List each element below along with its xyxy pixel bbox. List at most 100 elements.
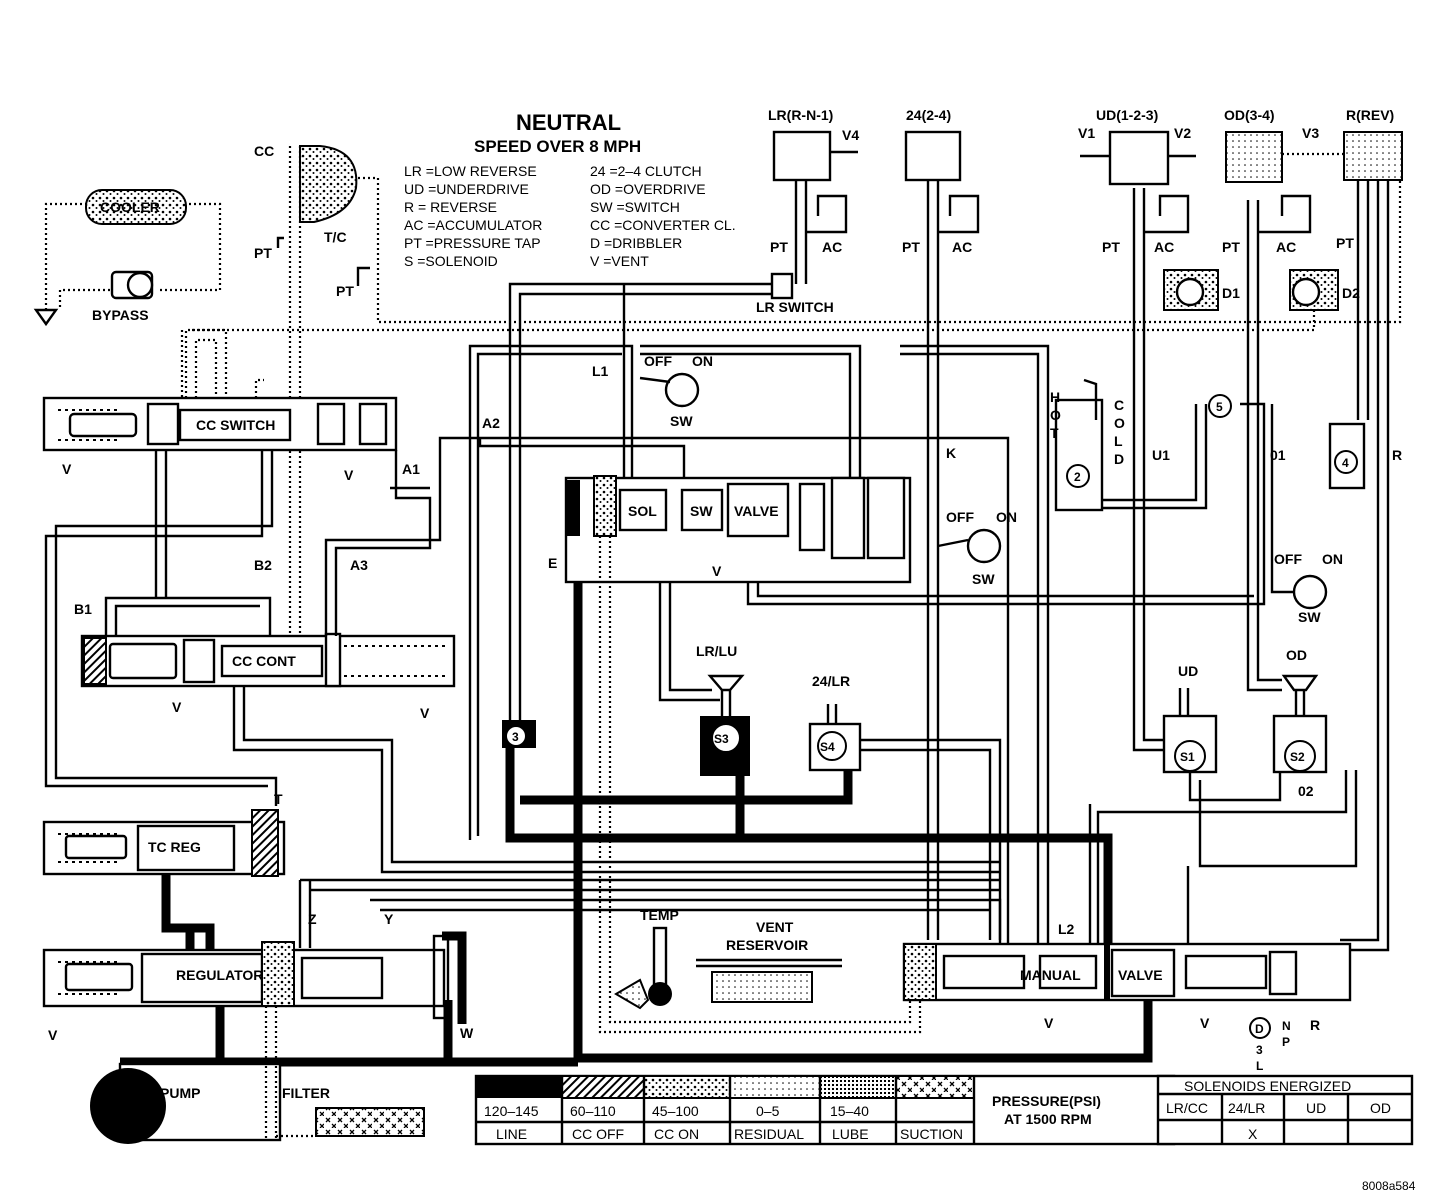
regulator-label: REGULATOR: [176, 967, 263, 983]
ac-ud: AC: [1154, 239, 1174, 255]
abbr-24: 24 =2–4 CLUTCH: [590, 163, 702, 179]
vent-manual-2: V: [1200, 1015, 1210, 1031]
pump-label: PUMP: [160, 1085, 200, 1101]
vent-sol-valve: V: [712, 563, 722, 579]
abbr-v: V =VENT: [590, 253, 649, 269]
clutch-od-name: OD(3-4): [1224, 107, 1275, 123]
torque-converter: CC T/C PT PT: [254, 143, 1402, 640]
solenoid-s4: 24/LR S4: [808, 673, 862, 772]
clutch-lr-vent: V4: [842, 127, 859, 143]
legend-title-1: PRESSURE(PSI): [992, 1093, 1101, 1109]
cold-l: L: [1114, 433, 1123, 449]
d2-label: D2: [1342, 285, 1360, 301]
vent-cc-switch-2: V: [344, 467, 354, 483]
svg-text:3: 3: [512, 730, 519, 744]
svg-text:5: 5: [1216, 400, 1223, 414]
pt-ud: PT: [1102, 239, 1120, 255]
sol-table-h2: 24/LR: [1228, 1100, 1265, 1116]
detent-d: D: [1255, 1022, 1264, 1036]
s4-label: S4: [820, 740, 835, 754]
sw1-off: OFF: [644, 353, 672, 369]
line-pressure-passages: [120, 486, 1153, 1067]
r-label: R: [1392, 447, 1402, 463]
cc-control-valve: CC CONT V V B1 B2 A3: [74, 557, 456, 721]
filter: [315, 1107, 425, 1137]
tc-reg-label: TC REG: [148, 839, 201, 855]
thermal-valve: H O T C O L D U1 01 R A1 A2 E 02: [402, 378, 1402, 799]
vent-cc-switch-1: V: [62, 461, 72, 477]
solenoid-s1: UD S1: [1162, 663, 1218, 774]
clutch-ud: UD(1-2-3) V1 V2 PT AC D1: [1078, 107, 1240, 311]
solenoid-switch-valve: SOL SW VALVE V: [564, 475, 922, 1034]
sw2-off: OFF: [946, 509, 974, 525]
hot-o: O: [1050, 407, 1061, 423]
callout-2: 2: [1066, 464, 1090, 488]
pt-od: PT: [1222, 239, 1240, 255]
sw1-on: ON: [692, 353, 713, 369]
bypass-ball: [126, 271, 154, 299]
vent-reservoir-assembly: TEMP VENT RESERVOIR: [614, 907, 842, 1010]
abbr-d: D =DRIBBLER: [590, 235, 682, 251]
sw-valve-label: SW: [690, 503, 713, 519]
cold-d: D: [1114, 451, 1124, 467]
sol-table-h1: LR/CC: [1166, 1100, 1208, 1116]
legend-name-ccoff: CC OFF: [572, 1126, 624, 1142]
hot-t: T: [1050, 425, 1059, 441]
o2-label: 02: [1298, 783, 1314, 799]
diagram-subtitle: SPEED OVER 8 MPH: [474, 137, 641, 156]
diagram-title: NEUTRAL: [516, 110, 621, 135]
cc-label: CC: [254, 143, 274, 159]
sw3-label: SW: [1298, 609, 1321, 625]
regulator-valve: REGULATOR V Z Y W: [42, 911, 474, 1043]
abbr-lr: LR =LOW REVERSE: [404, 163, 537, 179]
solenoid-s3: LR/LU S3: [696, 643, 750, 776]
w-label: W: [460, 1025, 474, 1041]
lr-switch-label: LR SWITCH: [756, 299, 834, 315]
clutch-ud-v1: V1: [1078, 125, 1095, 141]
clutch-od-v3: V3: [1302, 125, 1319, 141]
detent-l: L: [1256, 1059, 1263, 1073]
vent-reservoir-label-1: VENT: [756, 919, 794, 935]
pump-filter: PUMP FILTER: [90, 1006, 425, 1144]
s2-top-label: OD: [1286, 647, 1307, 663]
legend-name-ccon: CC ON: [654, 1126, 699, 1142]
pressure-legend: 120–145 60–110 45–100 0–5 15–40 LINE CC …: [474, 1074, 1176, 1146]
sol-table-title: SOLENOIDS ENERGIZED: [1184, 1078, 1351, 1094]
sol-table-v2: X: [1248, 1126, 1258, 1142]
vent-reservoir-label-2: RESERVOIR: [726, 937, 808, 953]
sw2-on: ON: [996, 509, 1017, 525]
ac-od: AC: [1276, 239, 1296, 255]
legend-name-residual: RESIDUAL: [734, 1126, 804, 1142]
vent-manual-1: V: [1044, 1015, 1054, 1031]
clutch-rev-name: R(REV): [1346, 107, 1394, 123]
a2-label: A2: [482, 415, 500, 431]
abbr-s: S =SOLENOID: [404, 253, 498, 269]
legend-name-suction: SUCTION: [900, 1126, 963, 1142]
svg-text:2: 2: [1074, 470, 1081, 484]
clutch-od: OD(3-4) V3 PT AC D2: [1222, 107, 1360, 311]
hot-h: H: [1050, 389, 1060, 405]
solenoid-s2: OD S2: [1272, 647, 1328, 774]
solenoid-table: SOLENOIDS ENERGIZED LR/CC 24/LR UD OD X: [1156, 1074, 1414, 1146]
s3-top-label: LR/LU: [696, 643, 737, 659]
u1-label: U1: [1152, 447, 1170, 463]
cold-c: C: [1114, 397, 1124, 413]
pt-tc-1: PT: [254, 245, 272, 261]
legend-title-2: AT 1500 RPM: [1004, 1111, 1092, 1127]
svg-text:4: 4: [1342, 456, 1349, 470]
manual-valve-label: VALVE: [1118, 967, 1163, 983]
cc-switch-valve: CC SWITCH V V: [42, 328, 398, 483]
z-label: Z: [308, 911, 317, 927]
s2-label: S2: [1290, 750, 1305, 764]
abbr-od: OD =OVERDRIVE: [590, 181, 706, 197]
a3-label: A3: [350, 557, 368, 573]
pump: [90, 1068, 166, 1144]
tc-regulator-valve: TC REG T: [42, 791, 286, 877]
legend-val-ccon: 45–100: [652, 1103, 699, 1119]
detent-p: P: [1282, 1035, 1290, 1049]
abbreviation-legend: LR =LOW REVERSE UD =UNDERDRIVE R = REVER…: [404, 163, 736, 269]
vent-reservoir: [711, 971, 813, 1003]
sw2-label: SW: [972, 571, 995, 587]
callout-4: 4: [1328, 422, 1366, 490]
a1-label: A1: [402, 461, 420, 477]
